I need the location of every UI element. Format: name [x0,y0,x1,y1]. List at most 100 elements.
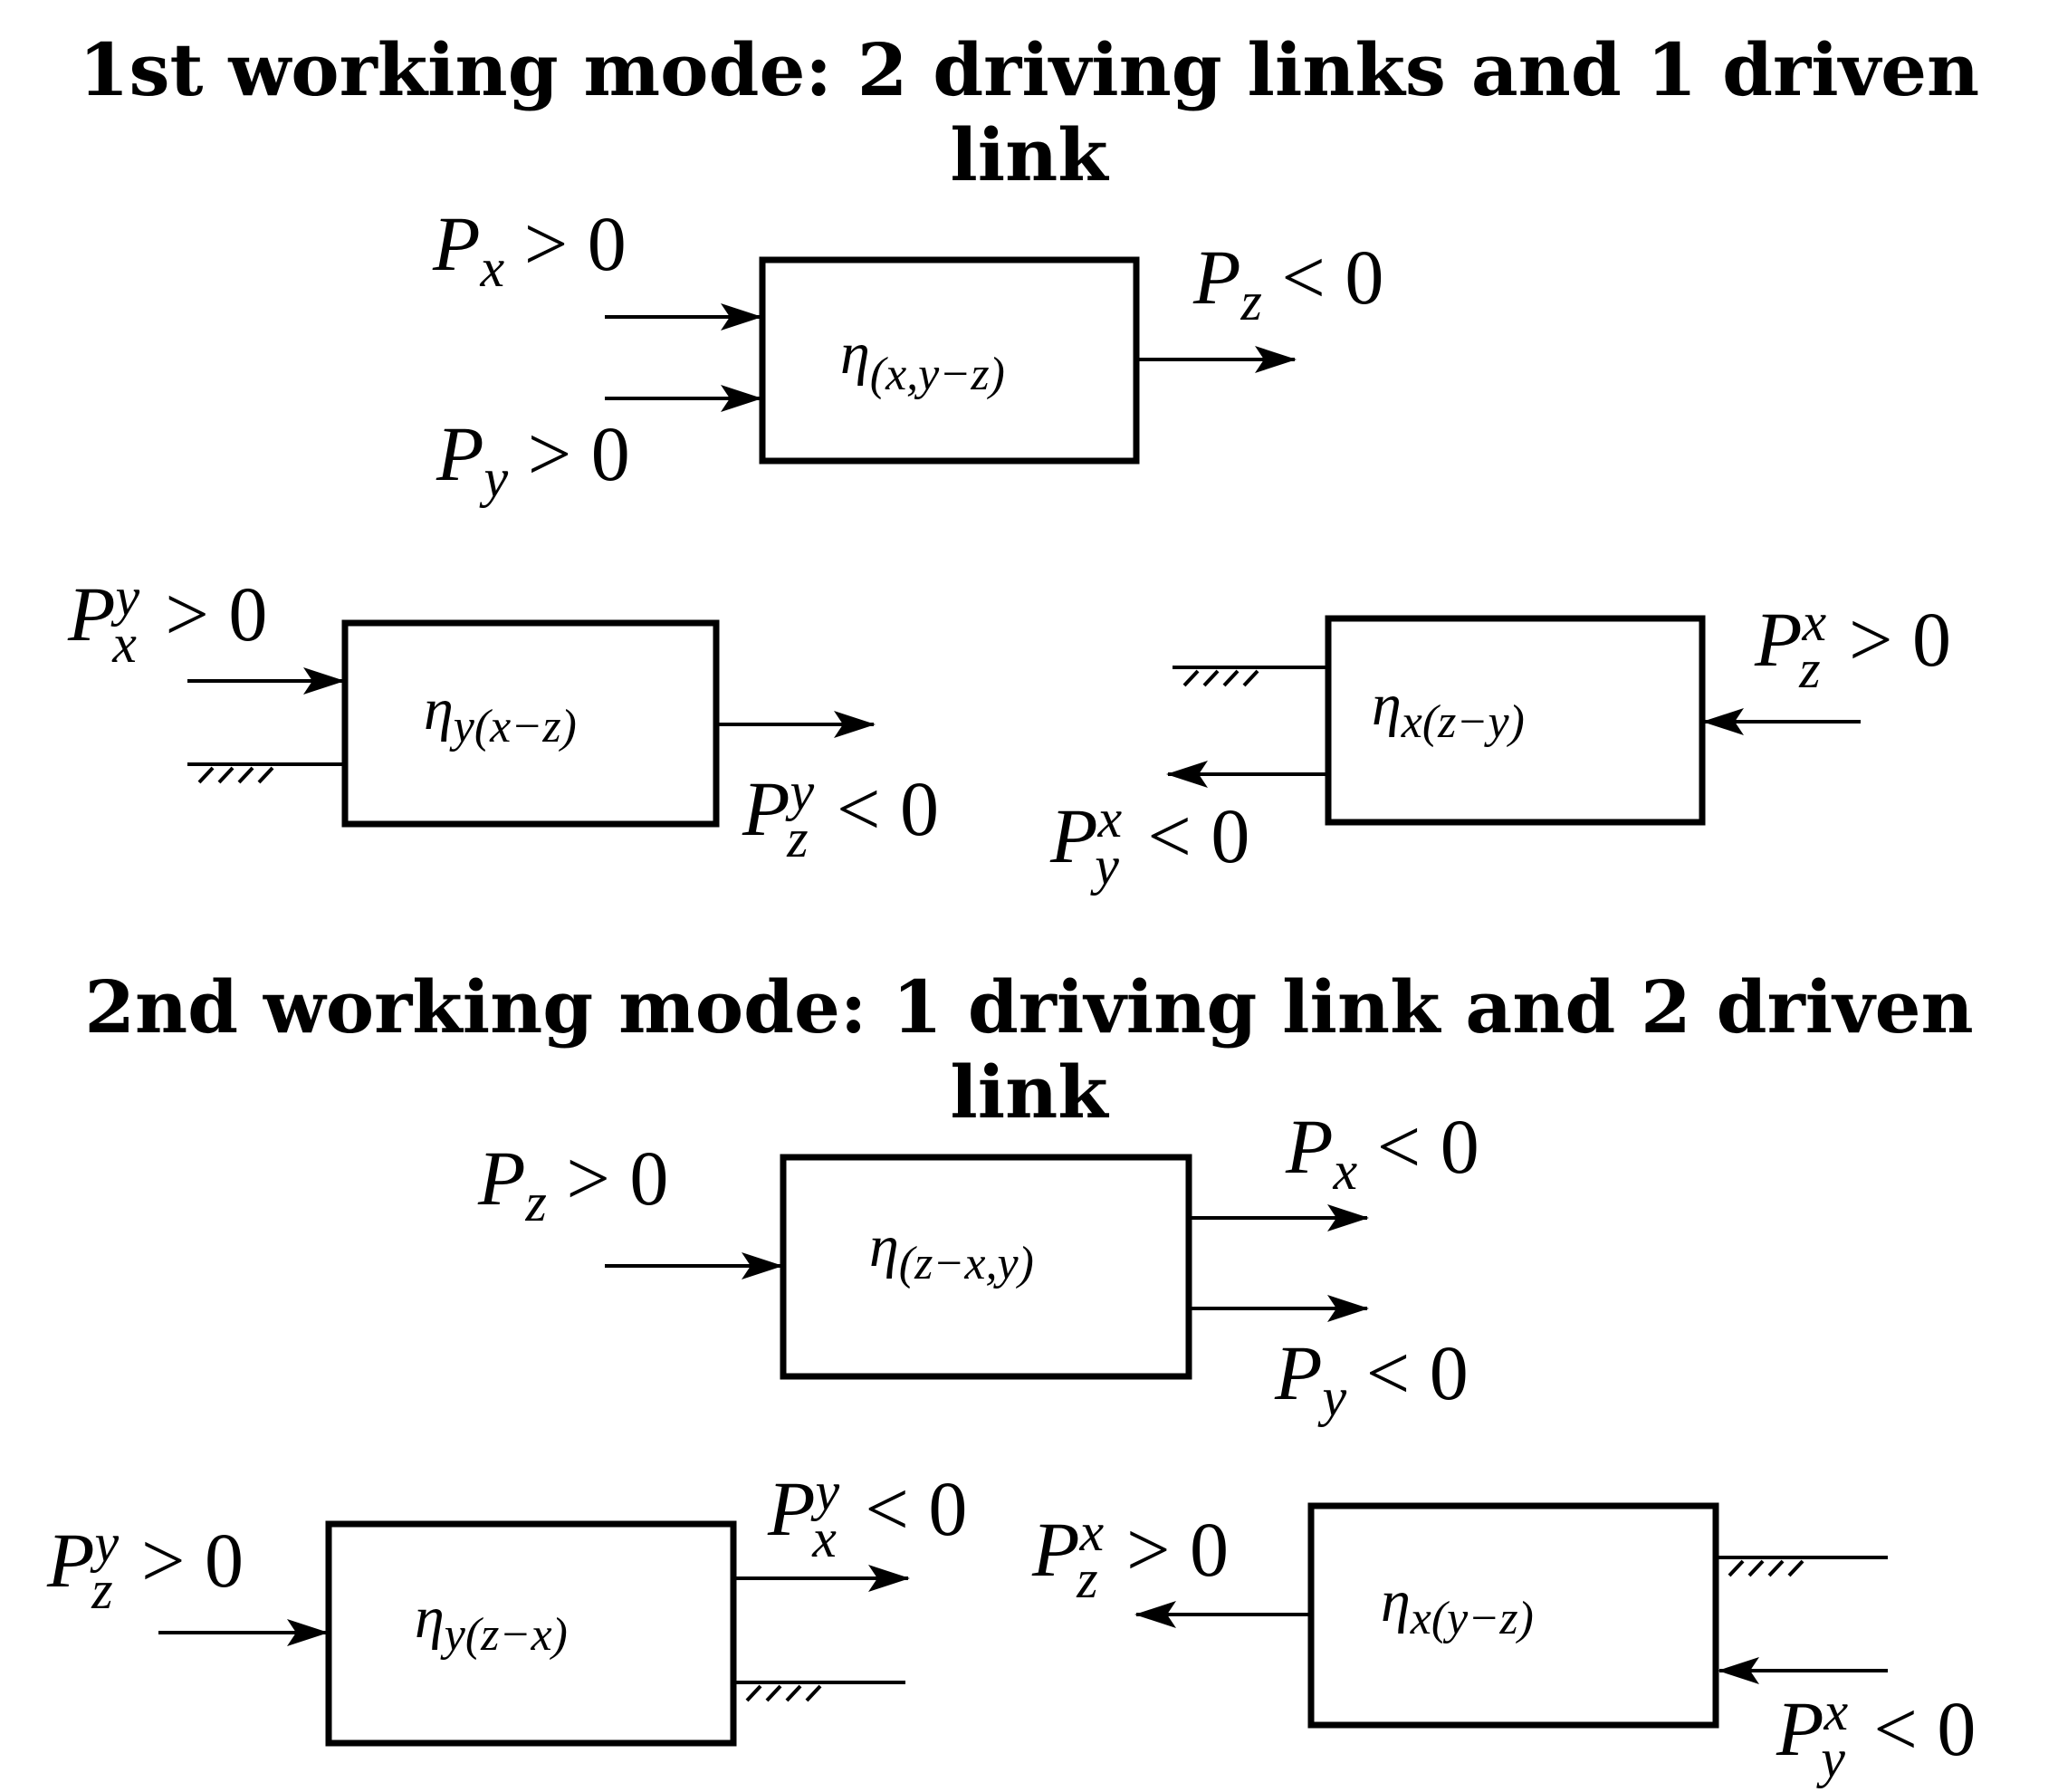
efficiency-symbol: η [840,321,870,387]
efficiency-symbol: η [869,1213,899,1279]
label-superscript: x [1823,1682,1849,1741]
efficiency-symbol: η [1372,672,1402,738]
mode2-main-output-y-label: Py < 0 [1274,1329,1469,1427]
power-symbol: P [1031,1506,1080,1593]
mode2-main-block: η(z−x,y) Pz > 0 Px < 0 Py < 0 [477,1103,1479,1427]
efficiency-subscript: y(z−x) [440,1609,568,1661]
mode1-left-ground-hatch [197,766,274,784]
label-superscript: y [110,567,140,627]
label-relation: > 0 [547,1135,669,1222]
power-symbol: P [1274,1329,1323,1416]
efficiency-symbol: η [415,1585,445,1651]
label-subscript: z [1076,1549,1097,1609]
mode1-main-input-x-label: Px > 0 [432,200,627,298]
label-subscript: y [479,448,509,508]
mode2-left-efficiency: ηy(z−x) [415,1585,568,1661]
mode2-main-output-x-label: Px < 0 [1285,1103,1479,1201]
label-relation: < 0 [846,1465,968,1552]
mode1-right-efficiency: ηx(z−y) [1372,672,1525,748]
mode2-left-box [325,1520,737,1747]
label-superscript: y [810,1461,840,1521]
label-subscript: z [525,1173,547,1232]
label-relation: < 0 [1854,1685,1977,1772]
label-relation: > 0 [1107,1506,1230,1593]
mode1-title: 1st working mode: 2 driving links and 1 … [78,27,1980,197]
mode1-right-ground-hatch [1182,669,1259,687]
mode1-left-efficiency: ηy(x−z) [424,676,577,752]
power-symbol: P [1192,234,1241,321]
label-relation: < 0 [1128,792,1250,879]
label-relation: < 0 [1357,1103,1479,1190]
label-relation: < 0 [1262,234,1384,321]
efficiency-subscript: (z−x,y) [899,1238,1034,1289]
power-symbol: P [767,1465,816,1552]
power-symbol: P [1285,1103,1334,1190]
power-symbol: P [46,1517,95,1604]
label-superscript: y [785,762,815,821]
efficiency-symbol: η [424,676,454,743]
power-symbol: P [432,200,481,287]
mode1-main-box [759,256,1140,465]
mode2-left-ground-hatch [745,1684,822,1702]
label-subscript: y [1089,836,1119,896]
label-relation: > 0 [122,1517,244,1604]
label-subscript: x [480,238,505,298]
efficiency-subscript: (x,y−z) [870,349,1005,400]
power-symbol: P [477,1135,526,1222]
mode1-main-efficiency: η(x,y−z) [840,321,1005,400]
efficiency-subscript: x(y−z) [1410,1593,1534,1644]
label-superscript: x [1097,789,1123,848]
label-subscript: y [1317,1367,1347,1427]
mode1-main-output-z-label: Pz < 0 [1192,234,1383,331]
efficiency-symbol: η [1381,1568,1411,1634]
label-relation: < 0 [818,765,940,852]
mode2-main-input-z-label: Pz > 0 [477,1135,668,1232]
label-subscript: x [111,614,137,674]
power-symbol: P [1754,596,1803,683]
label-relation: > 0 [504,200,627,287]
label-relation: > 0 [508,410,630,497]
label-subscript: z [91,1560,112,1620]
power-symbol: P [1049,792,1098,879]
mode2-right-efficiency: ηx(y−z) [1381,1568,1534,1644]
label-superscript: y [90,1513,120,1573]
label-relation: > 0 [146,570,268,657]
power-symbol: P [1776,1685,1824,1772]
mode2-title: 2nd working mode: 1 driving link and 2 d… [84,964,1974,1135]
label-subscript: x [811,1509,837,1568]
label-superscript: x [1079,1502,1105,1562]
label-subscript: x [1333,1141,1358,1201]
mode1-main-input-y-label: Py > 0 [436,410,630,508]
mode2-right-ground-hatch [1728,1559,1804,1577]
label-superscript: x [1802,592,1827,652]
label-subscript: z [1240,272,1262,331]
mode1-left-box [341,619,720,828]
efficiency-subscript: y(x−z) [449,701,577,752]
mode1-main-block: η(x,y−z) Px > 0 Py > 0 Pz < 0 [432,200,1383,508]
mode2-main-box [780,1154,1192,1380]
power-symbol: P [436,410,484,497]
label-subscript: y [1815,1729,1845,1788]
label-subscript: z [1798,639,1820,699]
power-symbol: P [67,570,116,657]
label-subscript: z [786,809,808,868]
power-symbol: P [742,765,790,852]
mode2-main-efficiency: η(z−x,y) [869,1213,1034,1289]
label-relation: < 0 [1346,1329,1469,1416]
label-relation: > 0 [1830,596,1952,683]
mode2-right-box [1307,1502,1719,1729]
efficiency-subscript: x(z−y) [1401,696,1525,748]
